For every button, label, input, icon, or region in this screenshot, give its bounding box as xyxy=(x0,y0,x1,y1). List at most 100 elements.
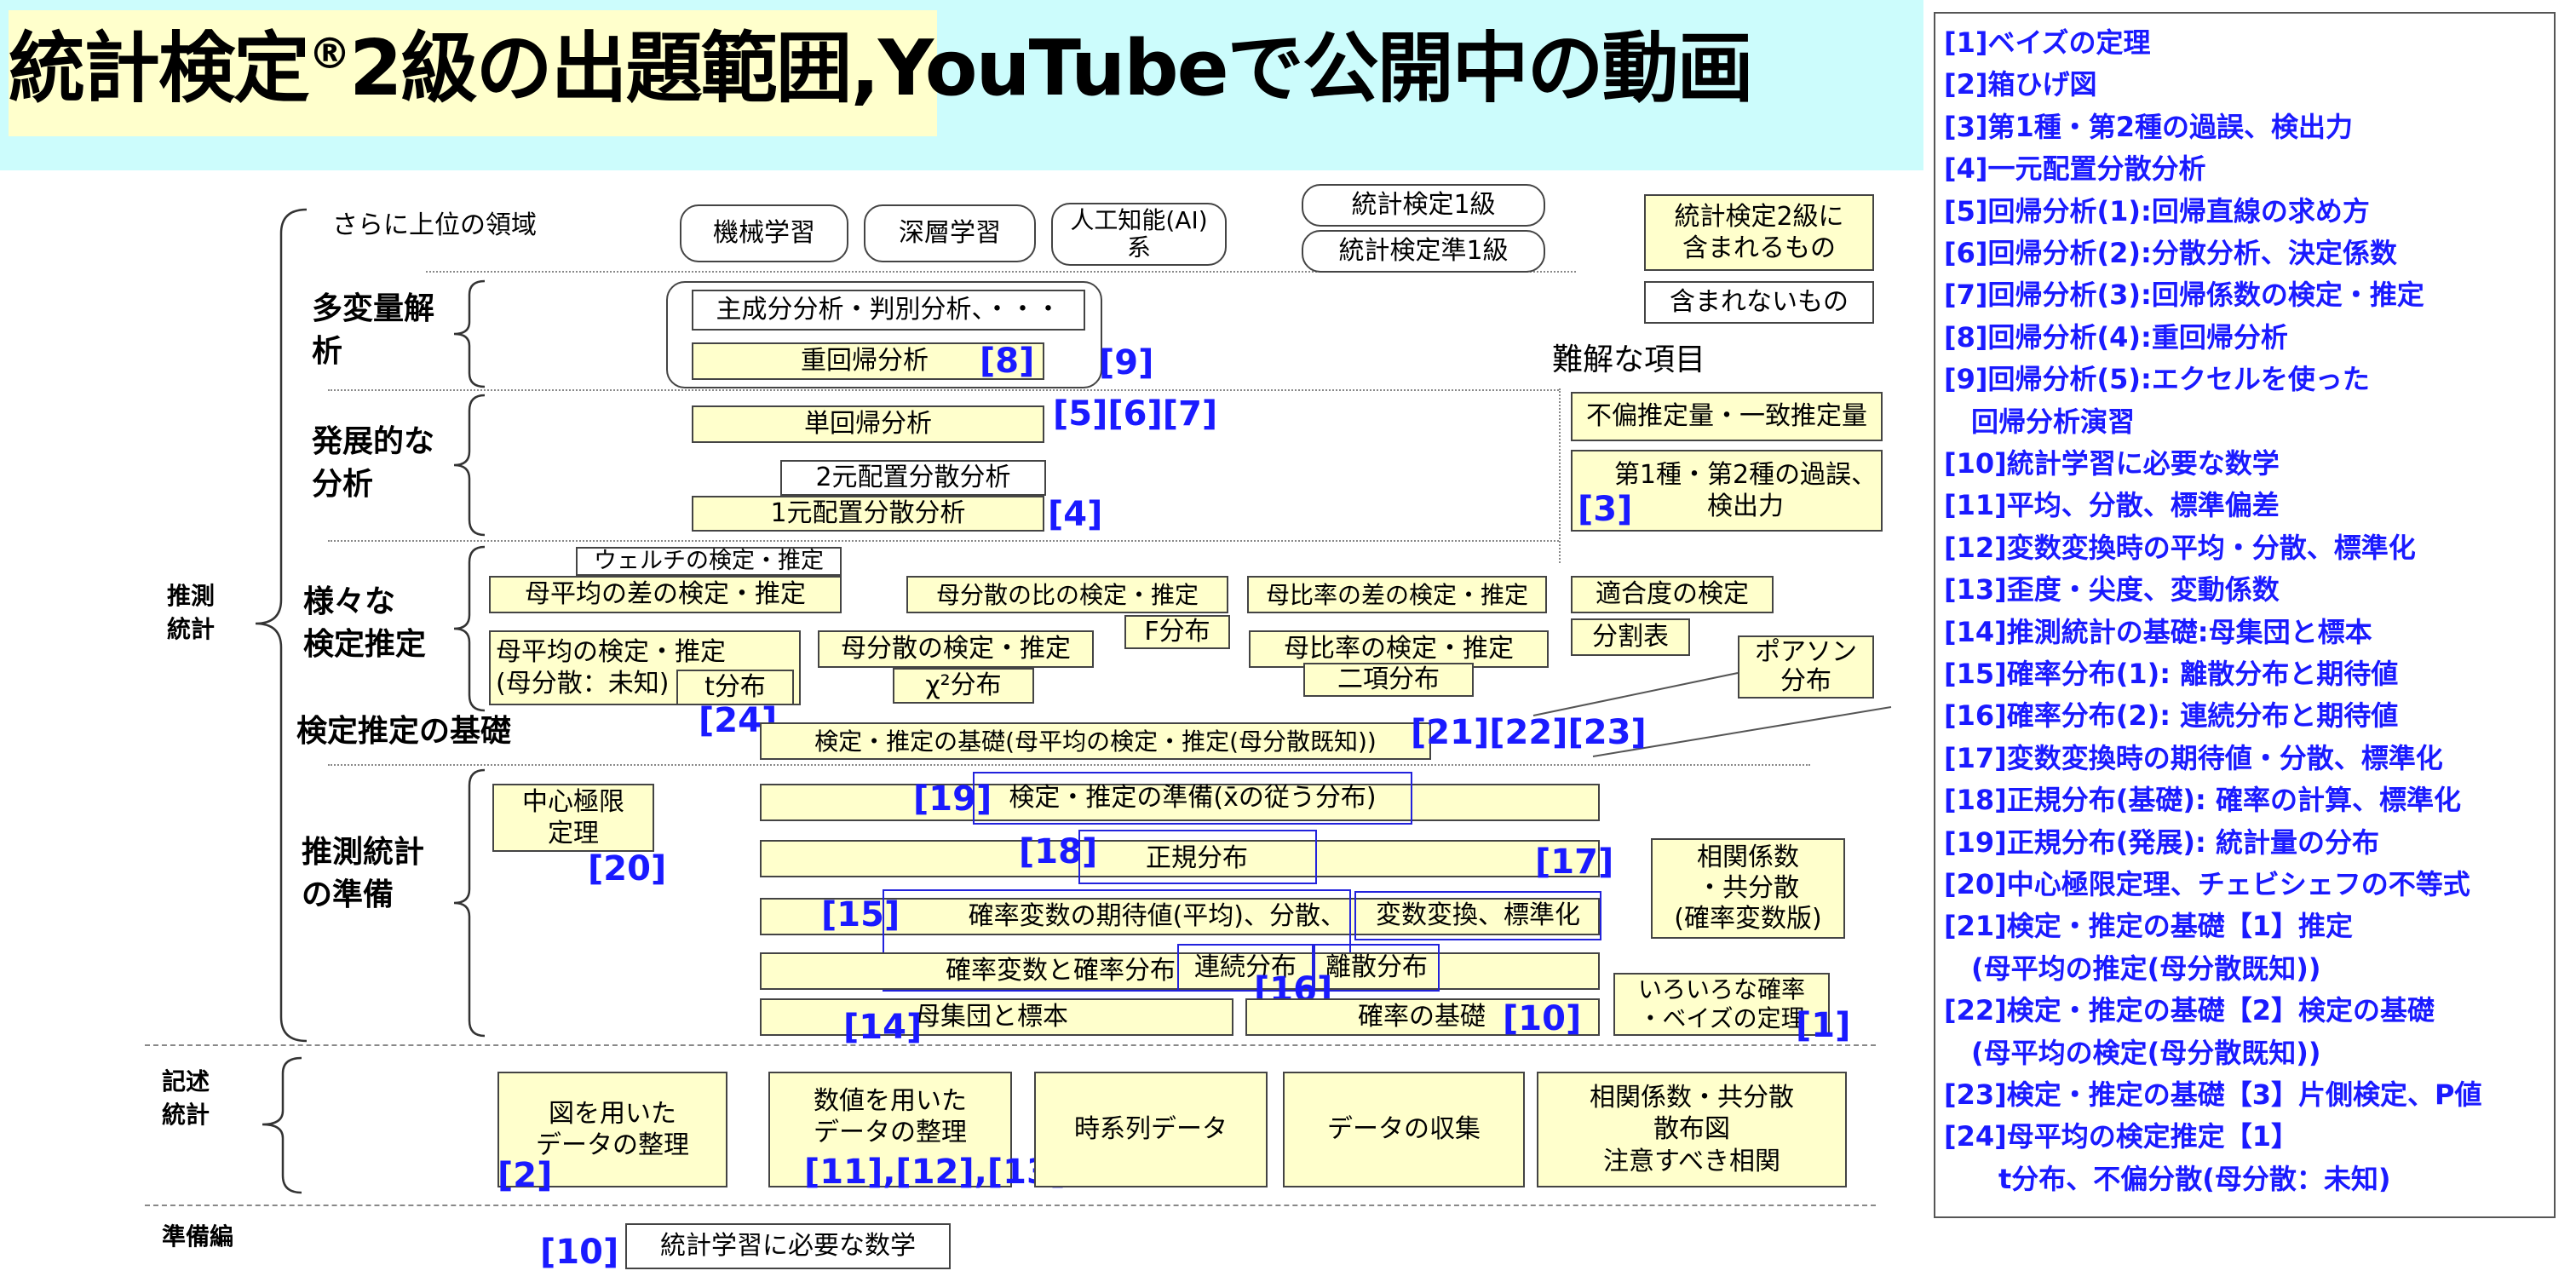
title-part-2: 2級の出題範囲 xyxy=(349,24,853,113)
normal-outline xyxy=(1078,830,1317,884)
title-part-1: 統計検定 xyxy=(9,24,310,113)
box-welch: ウェルチの検定・推定 xyxy=(576,547,842,576)
box-expectation: 確率変数の期待値(平均)、分散、 xyxy=(968,901,1346,932)
label-inferential: 推測 統計 xyxy=(167,582,216,644)
box-errors: 第1種・第2種の過誤、 検出力 xyxy=(1571,450,1883,532)
video-list-item[interactable]: [17]変数変換時の期待値・分散、標準化 xyxy=(1944,741,2443,774)
box-anova1: 1元配置分散分析 xyxy=(692,496,1044,532)
box-unbiased: 不偏推定量・一致推定量 xyxy=(1571,392,1883,441)
video-list-item[interactable]: [15]確率分布(1): 離散分布と期待値 xyxy=(1944,658,2399,690)
box-goodness: 適合度の検定 xyxy=(1571,576,1774,613)
brace-descriptive xyxy=(262,1056,302,1194)
video-list-item[interactable]: [16]確率分布(2): 連続分布と期待値 xyxy=(1944,699,2399,733)
video-list-item[interactable]: [5]回帰分析(1):回帰直線の求め方 xyxy=(1944,194,2370,227)
box-f-dist: F分布 xyxy=(1124,615,1230,649)
box-expectation-bar xyxy=(760,898,1600,935)
video-list-item[interactable]: [8]回帰分析(4):重回帰分析 xyxy=(1944,320,2288,354)
video-list-item[interactable]: [23]検定・推定の基礎【3】片側検定、P値 xyxy=(1944,1078,2482,1111)
video-list-item[interactable]: (母平均の推定(母分散既知)) xyxy=(1944,952,2321,985)
ref-9: [9] xyxy=(1099,343,1154,382)
video-list-item[interactable]: [19]正規分布(発展): 統計量の分布 xyxy=(1944,825,2379,859)
box-deep-learning: 深層学習 xyxy=(864,204,1036,262)
box-machine-learning: 機械学習 xyxy=(680,204,848,262)
video-list-item[interactable]: (母平均の検定(母分散既知)) xyxy=(1944,1036,2321,1069)
box-prob-basics: 確率の基礎 xyxy=(1245,998,1600,1036)
box-var-ratio: 母分散の比の検定・推定 xyxy=(906,576,1228,613)
video-list-item[interactable]: [10]統計学習に必要な数学 xyxy=(1944,447,2280,480)
box-pca: 主成分分析・判別分析、・・・ xyxy=(692,290,1085,331)
connector-lines xyxy=(1532,672,1892,757)
video-list-panel: [1]ベイズの定理 [2]箱ひげ図 [3]第1種・第2種の過誤、検出力 [4]一元配置… xyxy=(1934,12,2556,1218)
box-mean-test: 母平均の検定・推定 (母分散：未知) xyxy=(489,630,801,705)
title-part-3: ,YouTubeで公開中の動画 xyxy=(850,24,1754,113)
ref-2: [2] xyxy=(497,1156,553,1195)
box-test-prep: 検定・推定の準備(x̄の従う分布) xyxy=(973,772,1412,825)
ref-4: [4] xyxy=(1048,495,1103,534)
video-list-item[interactable]: [18]正規分布(基礎): 確率の計算、標準化 xyxy=(1944,784,2461,817)
divider-upper xyxy=(426,271,1576,273)
video-list-item[interactable]: [7]回帰分析(3):回帰係数の検定・推定 xyxy=(1944,279,2424,312)
box-timeseries: 時系列データ xyxy=(1034,1072,1268,1187)
title-highlight xyxy=(9,10,937,136)
ref-18: [18] xyxy=(1019,832,1098,871)
box-prop-diff: 母比率の差の検定・推定 xyxy=(1247,576,1547,613)
box-transform: 変数変換、標準化 xyxy=(1354,891,1601,940)
box-various-prob: いろいろな確率 ・ベイズの定理 xyxy=(1613,973,1830,1036)
divider-multivariate xyxy=(328,389,1559,391)
divider-test-basics xyxy=(328,764,1810,766)
difficult-divider xyxy=(1559,388,1561,563)
video-list-item[interactable]: [11]平均、分散、標準偏差 xyxy=(1944,489,2280,522)
ref-1: [1] xyxy=(1796,1006,1851,1045)
video-list-item[interactable]: [9]回帰分析(5):エクセルを使った xyxy=(1944,363,2370,396)
box-corr-rv: 相関係数 ・共分散 (確率変数版) xyxy=(1651,838,1845,939)
legend-not-included: 含まれないもの xyxy=(1644,281,1874,324)
video-list-item[interactable]: 回帰分析演習 xyxy=(1944,405,2136,438)
box-ai: 人工知能(AI) 系 xyxy=(1051,203,1227,266)
video-list-item[interactable]: [24]母平均の検定推定【1】 xyxy=(1944,1120,2299,1153)
ref-10-basics: [10] xyxy=(1503,999,1582,1038)
box-corr-desc: 相関係数・共分散 散布図 注意すべき相関 xyxy=(1537,1072,1847,1187)
box-test-basics: 検定・推定の基礎(母平均の検定・推定(母分散既知)) xyxy=(760,722,1431,760)
video-list-item[interactable]: [14]推測統計の基礎:母集団と標本 xyxy=(1944,615,2372,648)
ref-20: [20] xyxy=(588,849,667,888)
video-list-item[interactable]: [13]歪度・尖度、変動係数 xyxy=(1944,573,2280,607)
box-level1: 統計検定1級 xyxy=(1302,184,1545,227)
box-test-prep-bar xyxy=(760,784,1600,821)
label-multivariate: 多変量解 析 xyxy=(312,291,435,370)
video-list-item[interactable]: t分布、不偏分散(母分散：未知) xyxy=(1944,1162,2391,1195)
box-pre-level1: 統計検定準1級 xyxy=(1302,230,1545,273)
video-list-item[interactable]: [1]ベイズの定理 xyxy=(1944,26,2151,59)
video-list-item[interactable]: [3]第1種・第2種の過誤、検出力 xyxy=(1944,110,2354,143)
box-rv-dist-bar xyxy=(760,952,1600,990)
divider-advanced xyxy=(328,540,1559,542)
video-list-item[interactable]: [6]回帰分析(2):分散分析、決定係数 xyxy=(1944,237,2397,269)
box-rv-dist: 確率変数と確率分布 xyxy=(946,956,1176,986)
brace-various xyxy=(453,545,486,712)
ref-15: [15] xyxy=(821,895,900,934)
box-math: 統計学習に必要な数学 xyxy=(625,1223,951,1269)
video-list-item[interactable]: [21]検定・推定の基礎【1】推定 xyxy=(1944,910,2354,943)
box-simple-regression: 単回帰分析 xyxy=(692,405,1044,443)
label-descriptive: 記述 統計 xyxy=(162,1067,210,1130)
legend-difficult: 難解な項目 xyxy=(1552,342,1706,377)
label-advanced: 発展的な 分析 xyxy=(312,424,435,503)
video-list-item[interactable]: [12]変数変換時の平均・分散、標準化 xyxy=(1944,531,2416,564)
box-clt: 中心極限 定理 xyxy=(492,784,654,852)
label-various-tests: 様々な 検定推定 xyxy=(303,584,427,663)
box-fig-org: 図を用いた データの整理 xyxy=(497,1072,727,1187)
box-population: 母集団と標本 xyxy=(760,998,1233,1036)
label-prep: 推測統計 の準備 xyxy=(302,835,425,913)
video-list-item[interactable]: [2]箱ひげ図 xyxy=(1944,68,2097,101)
box-disc-dist: 離散分布 xyxy=(1314,944,1440,992)
box-normal-bar xyxy=(760,840,1600,877)
video-list-item[interactable]: [22]検定・推定の基礎【2】検定の基礎 xyxy=(1944,994,2435,1027)
brace-prep xyxy=(453,768,486,1038)
video-list-item[interactable]: [20]中心極限定理、チェビシェフの不等式 xyxy=(1944,868,2470,900)
ref-21-22-23: [21][22][23] xyxy=(1411,713,1647,752)
divider-inferential xyxy=(145,1044,1876,1046)
ref-19: [19] xyxy=(913,779,992,819)
video-list-item[interactable]: [4]一元配置分散分析 xyxy=(1944,152,2206,186)
brace-multivariate xyxy=(453,279,486,388)
brace-advanced xyxy=(453,394,486,537)
box-contingency: 分割表 xyxy=(1571,618,1690,656)
